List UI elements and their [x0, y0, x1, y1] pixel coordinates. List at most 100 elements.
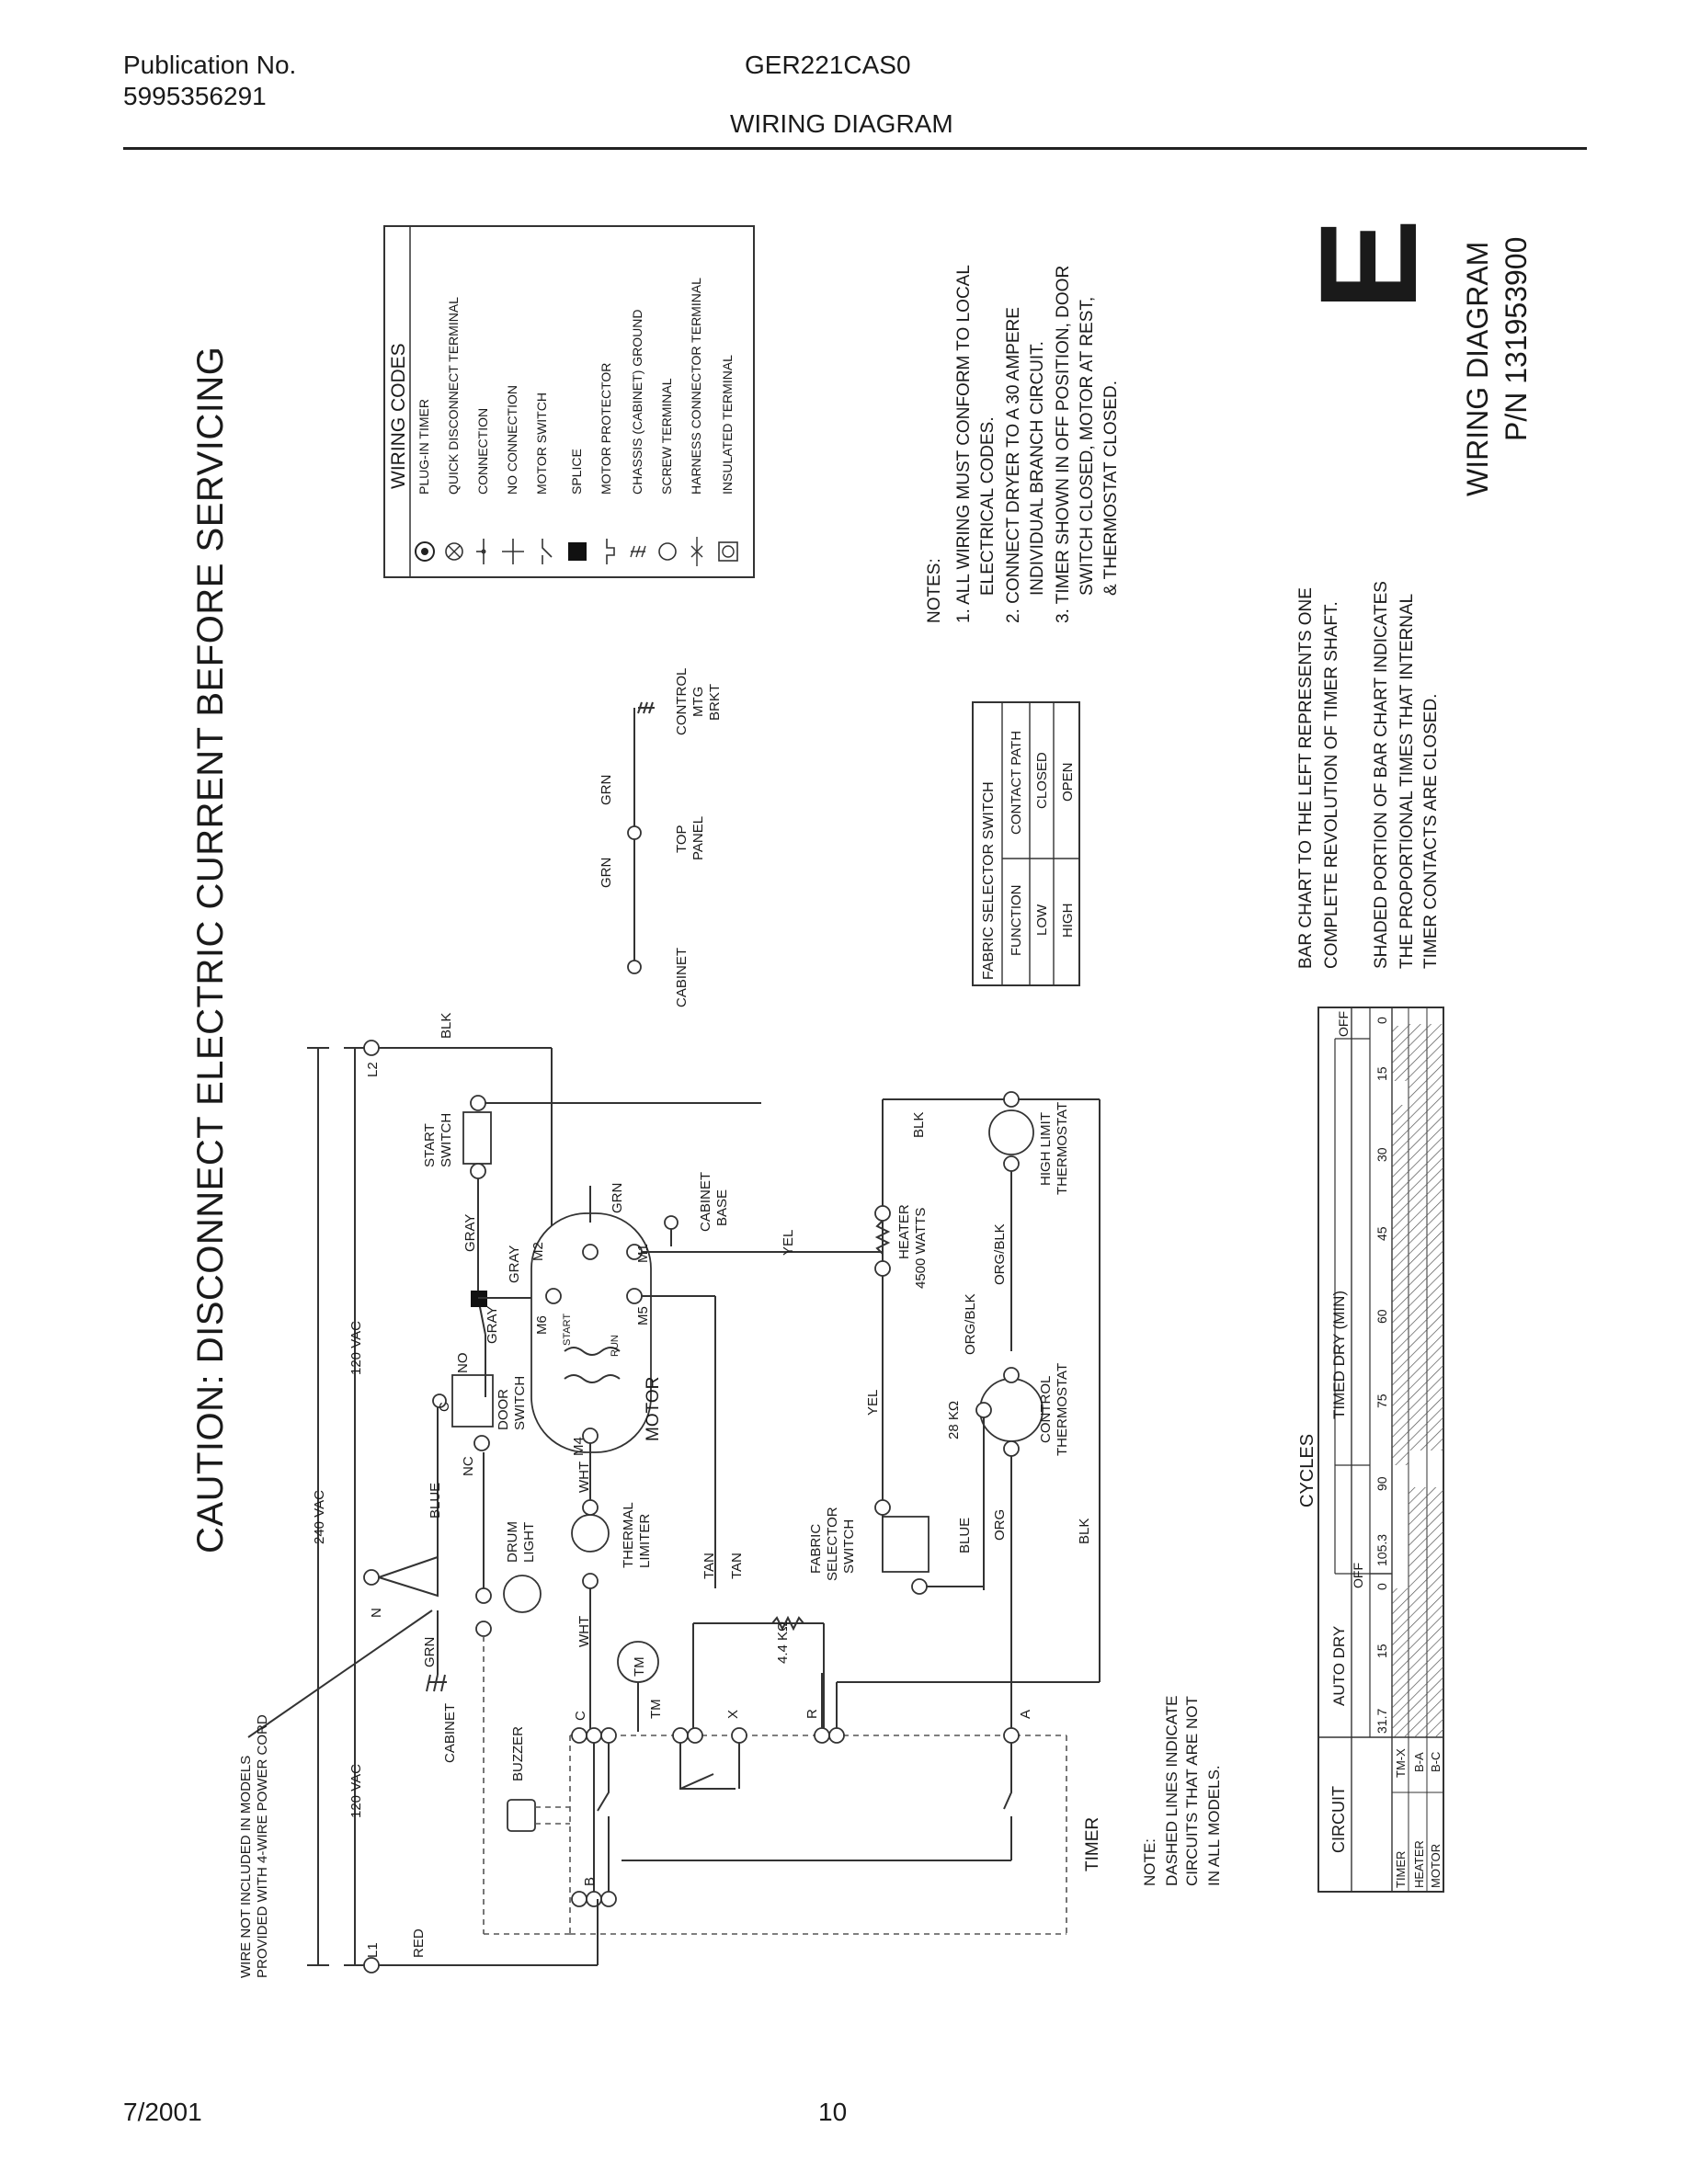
svg-text:PROVIDED WITH 4-WIRE POWER COR: PROVIDED WITH 4-WIRE POWER CORD [255, 1714, 270, 1978]
svg-text:L2: L2 [365, 1062, 381, 1077]
quick-disconnect-icon [445, 542, 463, 561]
code-screw-terminal: SCREW TERMINAL [659, 378, 674, 495]
svg-text:GRAY: GRAY [485, 1306, 500, 1344]
svg-text:THERMOSTAT: THERMOSTAT [1055, 1102, 1070, 1195]
svg-text:SHADED PORTION OF BAR CHART IN: SHADED PORTION OF BAR CHART INDICATES [1372, 581, 1391, 969]
svg-text:L1: L1 [365, 1942, 381, 1958]
svg-text:COMPLETE REVOLUTION OF TIMER S: COMPLETE REVOLUTION OF TIMER SHAFT. [1322, 601, 1341, 969]
svg-text:M4: M4 [571, 1437, 587, 1456]
svg-text:WIRE NOT INCLUDED IN MODELS: WIRE NOT INCLUDED IN MODELS [238, 1756, 254, 1978]
caution-text: CAUTION: DISCONNECT ELECTRIC CURRENT BEF… [190, 347, 231, 1553]
svg-text:NO: NO [455, 1353, 471, 1374]
svg-text:ORG: ORG [992, 1509, 1008, 1541]
svg-text:RED: RED [411, 1928, 427, 1958]
svg-text:ELECTRICAL CODES.: ELECTRICAL CODES. [978, 416, 998, 596]
section-title: WIRING DIAGRAM [730, 109, 953, 138]
svg-text:HIGH: HIGH [1060, 904, 1076, 938]
footer-date: 7/2001 [123, 2098, 202, 2126]
svg-text:CIRCUIT: CIRCUIT [1329, 1786, 1348, 1853]
svg-text:SWITCH CLOSED, MOTOR AT REST,: SWITCH CLOSED, MOTOR AT REST, [1078, 297, 1097, 596]
publication-label: Publication No. [123, 51, 297, 79]
svg-text:M2: M2 [530, 1242, 546, 1261]
part-number: P/N 131953900 [1500, 237, 1533, 441]
svg-text:A: A [1018, 1710, 1033, 1719]
svg-text:75: 75 [1374, 1393, 1389, 1408]
code-splice: SPLICE [569, 449, 584, 495]
svg-text:NOTE:: NOTE: [1141, 1838, 1158, 1886]
svg-text:MTG: MTG [690, 687, 706, 717]
svg-text:120 VAC: 120 VAC [348, 1764, 364, 1818]
svg-text:MOTOR: MOTOR [1429, 1844, 1443, 1888]
wiring-codes-title: WIRING CODES [388, 343, 409, 489]
svg-text:AUTO DRY: AUTO DRY [1330, 1626, 1348, 1706]
svg-text:60: 60 [1374, 1309, 1389, 1324]
svg-text:BLUE: BLUE [957, 1518, 973, 1553]
svg-text:105.3: 105.3 [1374, 1534, 1389, 1566]
chassis-ground-icon [630, 545, 646, 558]
splice-icon [568, 542, 587, 561]
code-plug-in-timer: PLUG-IN TIMER [416, 399, 431, 495]
svg-text:THERMAL: THERMAL [621, 1502, 636, 1568]
svg-text:CLOSED: CLOSED [1034, 752, 1050, 809]
code-no-connection: NO CONNECTION [505, 385, 519, 495]
svg-text:240 VAC: 240 VAC [312, 1490, 327, 1544]
revision-letter: E [1291, 219, 1445, 311]
insulated-terminal-icon [718, 541, 738, 562]
svg-text:ORG/BLK: ORG/BLK [963, 1293, 978, 1355]
svg-text:OFF: OFF [1336, 1011, 1351, 1037]
svg-text:BLK: BLK [1077, 1519, 1092, 1544]
code-motor-protector: MOTOR PROTECTOR [599, 363, 613, 495]
svg-text:LIGHT: LIGHT [521, 1522, 537, 1563]
svg-text:N: N [369, 1608, 384, 1618]
svg-text:FUNCTION: FUNCTION [1009, 885, 1024, 957]
motor-protector-icon [606, 539, 615, 564]
svg-text:MOTOR: MOTOR [644, 1377, 663, 1441]
svg-text:WHT: WHT [576, 1616, 592, 1647]
cycles-bar-chart: CYCLES CIRCUIT AUTO DRY TIMED DRY (MIN) … [1297, 1007, 1444, 1893]
svg-text:OFF: OFF [1351, 1563, 1365, 1588]
svg-text:DRUM: DRUM [505, 1521, 520, 1563]
svg-text:30: 30 [1374, 1147, 1389, 1162]
svg-text:31.7: 31.7 [1374, 1709, 1389, 1734]
svg-text:45: 45 [1374, 1226, 1389, 1241]
svg-text:TAN: TAN [701, 1553, 717, 1579]
svg-text:CABINET: CABINET [442, 1703, 458, 1763]
svg-text:M1: M1 [635, 1244, 651, 1263]
svg-text:HEATER: HEATER [1412, 1840, 1426, 1888]
svg-text:& THERMOSTAT CLOSED.: & THERMOSTAT CLOSED. [1101, 381, 1121, 596]
svg-text:TIMER: TIMER [1394, 1851, 1408, 1888]
svg-text:HIGH LIMIT: HIGH LIMIT [1038, 1112, 1054, 1186]
svg-text:GRN: GRN [422, 1637, 438, 1667]
svg-text:YEL: YEL [865, 1390, 881, 1416]
code-quick-disconnect: QUICK DISCONNECT TERMINAL [446, 297, 461, 495]
screw-terminal-icon [658, 542, 677, 561]
code-insulated-terminal: INSULATED TERMINAL [720, 355, 735, 495]
svg-text:LIMITER: LIMITER [637, 1514, 653, 1568]
bar-chart-notes: BAR CHART TO THE LEFT REPRESENTS ONE COM… [1296, 581, 1441, 969]
svg-text:CIRCUITS THAT ARE NOT: CIRCUITS THAT ARE NOT [1183, 1696, 1201, 1886]
svg-text:1. ALL WIRING MUST CONFORM TO: 1. ALL WIRING MUST CONFORM TO LOCAL [954, 265, 974, 623]
svg-text:CONTROL: CONTROL [1038, 1376, 1054, 1443]
svg-text:DASHED LINES INDICATE: DASHED LINES INDICATE [1163, 1695, 1180, 1886]
svg-text:TIMER: TIMER [1083, 1817, 1102, 1871]
svg-text:C: C [573, 1711, 588, 1721]
svg-text:0: 0 [1374, 1017, 1389, 1024]
svg-text:4500 WATTS: 4500 WATTS [913, 1208, 929, 1289]
code-motor-switch: MOTOR SWITCH [534, 392, 549, 495]
svg-text:SWITCH: SWITCH [512, 1376, 528, 1430]
svg-text:FABRIC: FABRIC [808, 1524, 824, 1574]
svg-text:GRN: GRN [599, 775, 614, 805]
svg-text:BLUE: BLUE [428, 1483, 443, 1519]
code-chassis-ground: CHASSIS (CABINET) GROUND [630, 310, 644, 495]
svg-text:15: 15 [1374, 1066, 1389, 1081]
publication-number: 5995356291 [123, 82, 267, 110]
svg-text:TIMER CONTACTS ARE CLOSED.: TIMER CONTACTS ARE CLOSED. [1421, 694, 1441, 969]
svg-text:2. CONNECT DRYER TO A 30 AMPER: 2. CONNECT DRYER TO A 30 AMPERE [1004, 307, 1023, 623]
svg-text:SWITCH: SWITCH [439, 1113, 454, 1167]
header-rule [123, 147, 1587, 150]
svg-text:CONTACT PATH: CONTACT PATH [1009, 731, 1024, 835]
svg-text:4.4 KΩ: 4.4 KΩ [775, 1621, 791, 1664]
svg-text:B-A: B-A [1412, 1752, 1426, 1772]
motor-switch-icon [542, 539, 553, 564]
